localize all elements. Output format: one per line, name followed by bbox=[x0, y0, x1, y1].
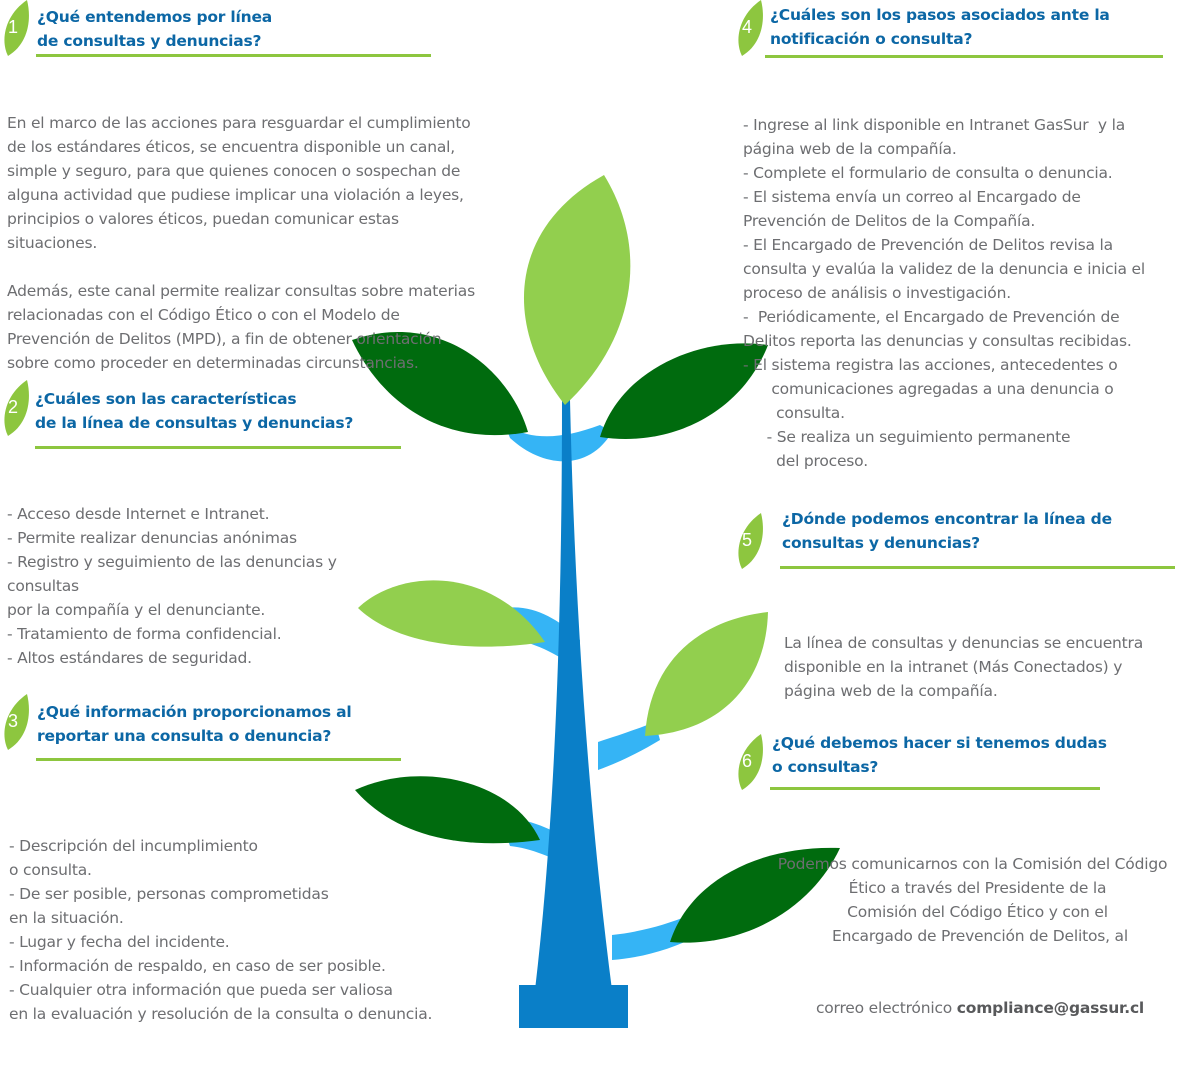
trunk bbox=[535, 400, 612, 990]
leaf-icon bbox=[738, 734, 763, 790]
title-underline bbox=[780, 566, 1175, 569]
section-body: En el marco de las acciones para resguar… bbox=[7, 114, 475, 372]
title-underline bbox=[36, 54, 431, 57]
title-underline bbox=[765, 55, 1163, 58]
section-body: - Ingrese al link disponible en Intranet… bbox=[743, 116, 1145, 470]
leaf-icon bbox=[4, 694, 29, 750]
leaf-top-left-dark bbox=[352, 332, 528, 436]
section-number-badge: 5 bbox=[734, 513, 764, 571]
title-underline bbox=[36, 758, 401, 761]
branch-right-mid bbox=[598, 722, 660, 770]
leaf-icon bbox=[738, 513, 763, 569]
section-number-badge: 6 bbox=[734, 734, 764, 792]
tree-illustration bbox=[352, 175, 840, 1028]
leaf-icon bbox=[4, 0, 29, 56]
section-body: - Acceso desde Internet e Intranet.- Per… bbox=[7, 505, 337, 667]
section-number-badge: 1 bbox=[0, 0, 30, 58]
section-body: Podemos comunicarnos con la Comisión del… bbox=[777, 855, 1168, 1017]
trunk-base bbox=[519, 985, 628, 1028]
leaf-low-left-dark bbox=[355, 776, 540, 844]
title-underline bbox=[770, 787, 1100, 790]
leaf-mid-left-light bbox=[358, 580, 545, 647]
compliance-email[interactable]: compliance@gassur.cl bbox=[956, 999, 1145, 1017]
section-body: La línea de consultas y denuncias se enc… bbox=[784, 634, 1144, 700]
section-number-badge: 2 bbox=[0, 380, 30, 438]
branch-top bbox=[505, 425, 612, 462]
leaf-icon bbox=[4, 380, 29, 436]
leaf-low-right-dark bbox=[670, 847, 840, 943]
leaf-icon bbox=[738, 0, 763, 56]
leaf-mid-right-light bbox=[645, 612, 768, 736]
leaf-top-right-dark bbox=[600, 343, 768, 439]
section-number-badge: 3 bbox=[0, 694, 30, 752]
title-underline bbox=[35, 446, 401, 449]
section-number-badge: 4 bbox=[734, 0, 764, 58]
leaf-top-light bbox=[523, 175, 631, 405]
